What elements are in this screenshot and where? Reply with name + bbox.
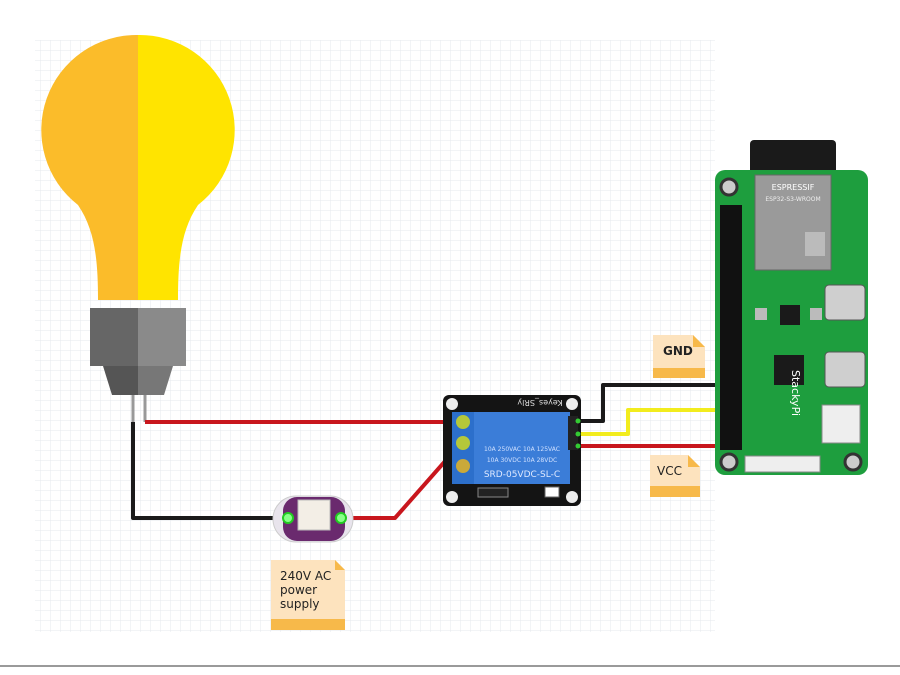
vcc-note: VCC xyxy=(650,455,700,497)
gnd-label: GND xyxy=(663,344,693,358)
relay-model: SRD-05VDC-SL-C xyxy=(484,470,560,480)
wire-black-gnd xyxy=(578,383,716,423)
wire-red-supply-to-relay xyxy=(343,440,464,520)
power-supply-line-2: power xyxy=(280,583,317,597)
light-bulb-icon xyxy=(41,34,235,422)
wires xyxy=(131,383,716,520)
wire-black-lamp-to-supply xyxy=(131,422,287,520)
module-model: ESP32-S3-WROOM xyxy=(765,196,820,203)
vcc-label: VCC xyxy=(657,464,682,478)
relay-rating-dc: 10A 30VDC 10A 28VDC xyxy=(487,457,557,464)
power-supply-note: 240V AC power supply xyxy=(271,560,345,630)
board-name: StackyPi xyxy=(789,370,802,416)
wire-yellow-signal xyxy=(578,408,716,436)
gnd-note: GND xyxy=(653,335,705,378)
relay-rating-ac: 10A 250VAC 10A 125VAC xyxy=(484,446,560,453)
relay-brand: Keyes_SRly xyxy=(517,398,562,407)
module-brand: ESPRESSIF xyxy=(772,183,815,192)
power-supply-line-1: 240V AC xyxy=(280,569,331,583)
power-supply-connector xyxy=(272,495,354,543)
esp32-board: ESPRESSIF ESP32-S3-WROOM StackyPi xyxy=(715,140,868,475)
relay-module: Keyes_SRly 10A 250VAC 10A 125VAC 10A 30V… xyxy=(443,395,581,506)
power-supply-line-3: supply xyxy=(280,597,320,611)
